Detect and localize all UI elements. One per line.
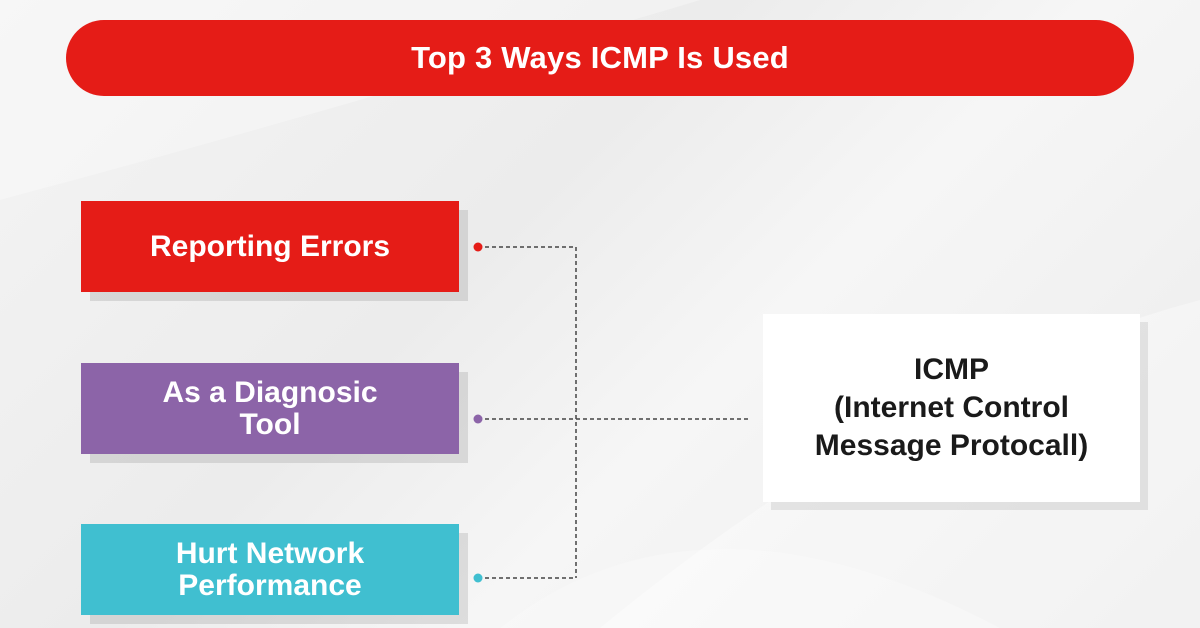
icmp-center-box: ICMP (Internet Control Message Protocall… [763, 314, 1140, 502]
center-label: (Internet Control [834, 391, 1069, 424]
use-box-diagnostic-tool: As a Diagnosic Tool [81, 363, 459, 454]
use-label: As a Diagnosic [162, 375, 378, 409]
use-label: Reporting Errors [149, 229, 391, 263]
use-label: Hurt Network [175, 536, 365, 570]
diagram-title: Top 3 Ways ICMP Is Used [411, 40, 789, 75]
use-box-reporting-errors: Reporting Errors [81, 201, 459, 292]
connector-dot-2 [473, 414, 483, 424]
connector-dot-1 [473, 242, 483, 252]
use-label: Performance [178, 568, 362, 602]
connector-dot-3 [473, 573, 483, 583]
center-label: ICMP [914, 353, 989, 386]
use-label: Tool [239, 407, 301, 441]
title-banner: Top 3 Ways ICMP Is Used [66, 20, 1134, 96]
center-label: Message Protocall) [814, 429, 1089, 462]
use-box-network-performance: Hurt Network Performance [81, 524, 459, 615]
